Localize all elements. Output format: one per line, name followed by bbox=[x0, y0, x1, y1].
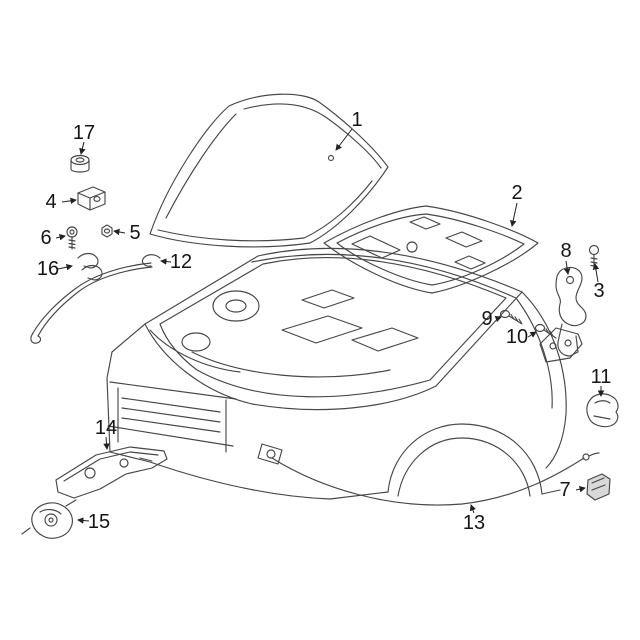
callout-7: 7 bbox=[559, 479, 570, 501]
hood-panel-drawing bbox=[149, 93, 389, 248]
bolt-10-drawing bbox=[534, 323, 557, 339]
callout-9: 9 bbox=[481, 308, 492, 330]
callout-13: 13 bbox=[463, 512, 485, 534]
clip-7-drawing bbox=[586, 473, 611, 501]
callout-15: 15 bbox=[88, 511, 110, 533]
callouts: 1 2 3 4 5 6 7 8 9 10 11 12 13 14 15 16 1… bbox=[37, 109, 612, 534]
diagram-art bbox=[21, 93, 619, 539]
latch-15-drawing bbox=[21, 499, 77, 539]
bracket-4-drawing bbox=[77, 186, 106, 211]
callout-4: 4 bbox=[45, 191, 56, 213]
bolt-9-drawing bbox=[499, 309, 523, 325]
bracket-14-drawing bbox=[55, 446, 168, 499]
car-body-drawing bbox=[106, 247, 567, 500]
callout-17: 17 bbox=[73, 122, 95, 144]
grommet-drawing bbox=[70, 154, 90, 173]
callout-12: 12 bbox=[170, 251, 192, 273]
callout-6: 6 bbox=[40, 227, 51, 249]
leader-lines bbox=[55, 128, 605, 524]
cable-drawing bbox=[271, 452, 600, 506]
hinge-drawing bbox=[539, 266, 587, 363]
callout-1: 1 bbox=[351, 109, 362, 131]
callout-3: 3 bbox=[593, 280, 604, 302]
nut-5-drawing bbox=[101, 224, 113, 238]
callout-14: 14 bbox=[95, 417, 117, 439]
callout-5: 5 bbox=[129, 222, 140, 244]
callout-16: 16 bbox=[37, 258, 59, 280]
callout-8: 8 bbox=[560, 240, 571, 262]
callout-11: 11 bbox=[591, 366, 612, 388]
bolt-6-drawing bbox=[66, 226, 78, 250]
callout-2: 2 bbox=[511, 182, 522, 204]
prop-rod-drawing bbox=[30, 254, 161, 344]
bumper-11-drawing bbox=[586, 393, 619, 428]
insulation-pad-drawing bbox=[323, 205, 539, 294]
bolt-3-drawing bbox=[588, 244, 600, 269]
callout-10: 10 bbox=[506, 326, 528, 348]
clip-16-drawing bbox=[77, 252, 103, 281]
